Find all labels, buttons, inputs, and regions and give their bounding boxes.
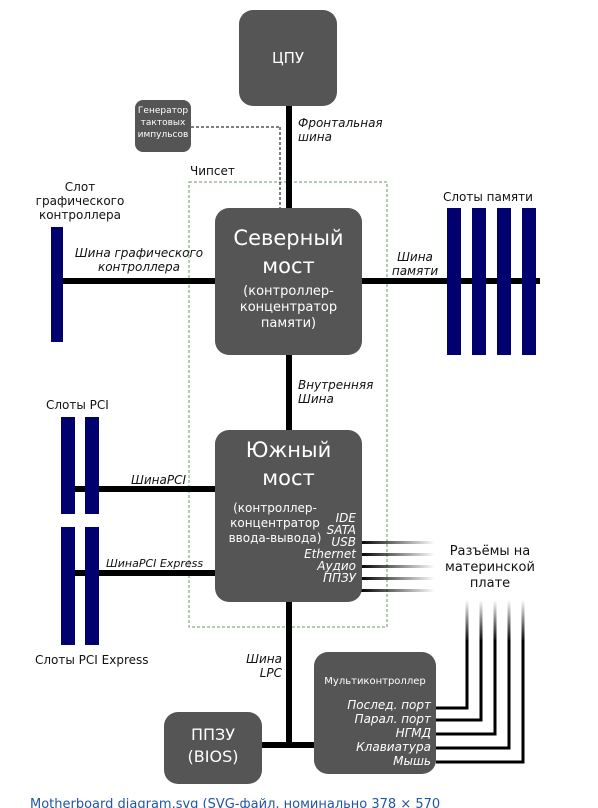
multi-port-parallel: Парал. порт: [354, 712, 431, 726]
connectors-label-3: плате: [469, 576, 511, 591]
connectors-label-2: материнской: [445, 560, 535, 575]
memory-bus-label-1: Шина: [397, 250, 433, 264]
port-sata: SATA: [326, 523, 356, 537]
memory-slot-3: [497, 208, 511, 355]
multi-port-keyboard: Клавиатура: [356, 740, 431, 754]
north-bridge-box: Северный мост (контроллер- концентратор …: [215, 208, 362, 355]
memory-slot-4: [522, 208, 536, 355]
pci-bus-label: ШинаPCI: [131, 473, 186, 487]
multi-port-fade: [465, 600, 525, 642]
port-ethernet: Ethernet: [304, 547, 356, 561]
port-ide: IDE: [335, 511, 356, 525]
figure-caption-link[interactable]: Motherboard diagram.svg (SVG-файл, номин…: [30, 798, 441, 808]
cpu-box: ЦПУ: [239, 10, 337, 106]
graphics-slot-label-2: графического: [35, 194, 125, 208]
port-rom: ППЗУ: [322, 571, 356, 585]
north-sub-2: концентратор: [239, 300, 338, 315]
south-sub-1: (контроллер-: [233, 501, 317, 515]
port-audio: Аудио: [317, 559, 356, 573]
memory-slot-2: [472, 208, 486, 355]
multi-port-lines: [436, 640, 525, 764]
multi-port-floppy: НГМД: [395, 726, 431, 740]
graphics-bus-label-1: Шина графического: [74, 246, 204, 260]
internal-bus-label-1: Внутренняя: [298, 378, 374, 392]
pci-slot-2: [85, 417, 99, 514]
graphics-slot-label-3: контроллера: [38, 208, 122, 222]
connectors-label: Разъёмы на материнской плате: [432, 544, 548, 592]
multi-title: Мультиконтроллер: [324, 676, 426, 687]
pcie-bus-label: ШинаPCI Express: [106, 557, 204, 570]
pcie-slot-2: [85, 527, 99, 645]
connectors-label-1: Разъёмы на: [449, 544, 531, 559]
pci-slot-1: [61, 417, 75, 514]
north-title-1: Северный: [233, 226, 344, 250]
multi-port-mouse: Мышь: [393, 754, 431, 768]
south-title-2: мост: [262, 466, 315, 490]
cpu-label: ЦПУ: [271, 49, 305, 67]
pci-slots-label: Слоты PCI: [46, 398, 109, 412]
graphics-slot-label: Слот графического контроллера: [30, 180, 130, 222]
north-title-2: мост: [262, 254, 315, 278]
front-bus-label-1: Фронтальная: [298, 116, 383, 130]
chipset-label: Чипсет: [190, 164, 235, 178]
south-sub-2: концентратор: [230, 516, 320, 530]
multi-port-serial: Послед. порт: [347, 698, 431, 712]
clock-line-3: импульсов: [137, 130, 189, 140]
graphics-bus-label-2: контроллера: [97, 260, 181, 274]
north-sub-1: (контроллер-: [243, 284, 334, 299]
clock-line-1: Генератор: [137, 106, 189, 116]
memory-bus-label: Шина памяти: [390, 250, 440, 278]
internal-bus-label: Внутренняя Шина: [298, 378, 373, 406]
front-bus-label: Фронтальная шина: [298, 116, 383, 144]
bios-box: ППЗУ (BIOS): [164, 712, 262, 784]
graphics-slot-label-1: Слот: [64, 180, 96, 194]
south-title-1: Южный: [245, 438, 332, 462]
memory-slot-1: [447, 208, 461, 355]
south-port-lines: [360, 541, 435, 592]
pcie-slots-label: Слоты PCI Express: [35, 653, 149, 667]
lpc-bus-label-1: Шина: [246, 652, 282, 666]
bios-line-1: ППЗУ: [190, 725, 236, 744]
memory-slots-label: Слоты памяти: [443, 190, 533, 204]
memory-bus-label-2: памяти: [391, 264, 439, 278]
pcie-slot-1: [61, 527, 75, 645]
graphics-bus-label: Шина графического контроллера: [66, 246, 212, 274]
port-usb: USB: [331, 535, 356, 549]
south-sub-3: ввода-вывода): [228, 531, 322, 545]
graphics-slot: [51, 227, 63, 342]
north-sub-3: памяти): [260, 316, 317, 331]
clock-line-2: тактовых: [140, 118, 186, 128]
bios-line-2: (BIOS): [187, 747, 239, 766]
lpc-bus-label-2: LPC: [259, 666, 282, 680]
front-bus-label-2: шина: [298, 130, 332, 144]
multicontroller-box: Мультиконтроллер Послед. порт Парал. пор…: [314, 652, 436, 774]
internal-bus-label-2: Шина: [298, 392, 334, 406]
clock-box: Генератор тактовых импульсов: [135, 100, 191, 152]
south-bridge-box: Южный мост (контроллер- концентратор вво…: [215, 430, 362, 602]
lpc-bus-label: Шина LPC: [232, 652, 282, 680]
